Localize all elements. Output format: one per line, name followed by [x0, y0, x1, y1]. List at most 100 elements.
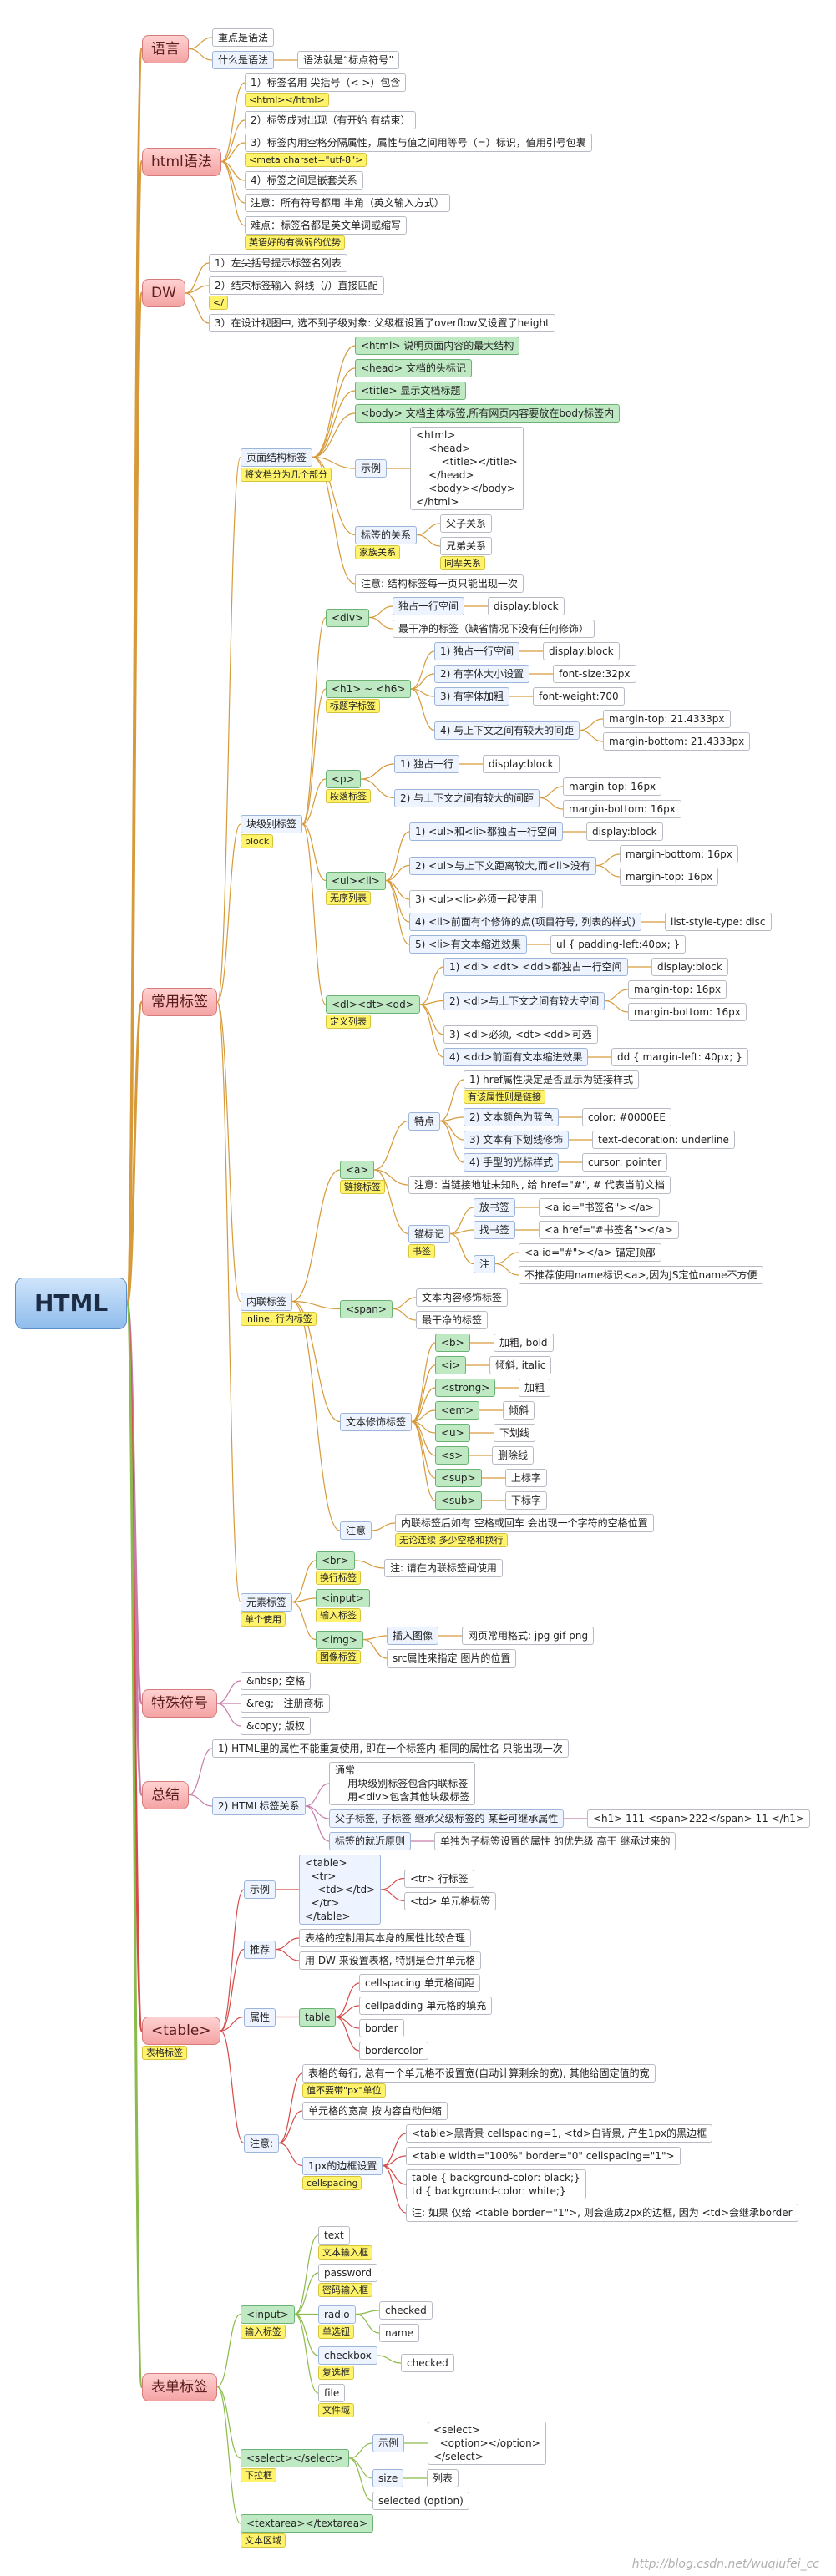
- category-node[interactable]: 语言: [142, 34, 189, 63]
- leaf-node[interactable]: margin-top: 16px: [628, 980, 727, 999]
- leaf-node[interactable]: 表格的控制用其本身的属性比较合理: [299, 1929, 472, 1947]
- leaf-node[interactable]: display:block: [488, 597, 565, 615]
- leaf-node[interactable]: 最干净的标签（缺省情况下没有任何修饰）: [393, 620, 595, 638]
- leaf-node[interactable]: <title> 显示文档标题: [355, 382, 467, 400]
- leaf-node[interactable]: cellspacing 单元格间距: [359, 1974, 480, 1992]
- leaf-node[interactable]: cursor: pointer: [582, 1153, 668, 1172]
- leaf-node[interactable]: file: [318, 2384, 346, 2402]
- leaf-node[interactable]: 删除线: [492, 1446, 535, 1465]
- leaf-node[interactable]: 单元格的宽高 按内容自动伸缩: [302, 2102, 448, 2120]
- leaf-node[interactable]: <a id="书签名"></a>: [539, 1198, 660, 1217]
- topic-node[interactable]: 2）结束标签输入 斜线（/）直接匹配: [209, 276, 384, 295]
- leaf-node[interactable]: 3) 有字体加粗: [434, 687, 510, 706]
- leaf-node[interactable]: 上标字: [505, 1469, 548, 1487]
- leaf-node[interactable]: 1) <dl> <dt> <dd>都独占一行空间: [443, 958, 628, 976]
- leaf-node[interactable]: <dl><dt><dd>: [326, 995, 420, 1014]
- leaf-node[interactable]: 4) <dd>前面有文本缩进效果: [443, 1048, 589, 1066]
- leaf-node[interactable]: ul { padding-left:40px; }: [550, 935, 687, 954]
- leaf-node[interactable]: <td> 单元格标签: [404, 1891, 497, 1910]
- leaf-node[interactable]: dd { margin-left: 40px; }: [611, 1048, 748, 1066]
- leaf-node[interactable]: 3) <ul><li>必须一起使用: [409, 890, 543, 908]
- leaf-node[interactable]: 通常 用块级别标签包含内联标签 用<div>包含其他块级标签: [329, 1762, 476, 1805]
- leaf-node[interactable]: text-decoration: underline: [592, 1131, 735, 1149]
- leaf-node[interactable]: <s>: [435, 1446, 469, 1465]
- leaf-node[interactable]: <span>: [340, 1299, 393, 1318]
- leaf-node[interactable]: <ul><li>: [326, 871, 386, 890]
- leaf-node[interactable]: <h1> 111 <span>222</span> 11 </h1>: [587, 1809, 810, 1828]
- leaf-node[interactable]: <table>黑背景 cellspacing=1, <td>白背景, 产生1px…: [406, 2124, 713, 2143]
- leaf-node[interactable]: 兄弟关系: [440, 537, 493, 555]
- leaf-node[interactable]: 示例: [355, 459, 388, 478]
- topic-node[interactable]: 什么是语法: [212, 51, 275, 69]
- leaf-node[interactable]: <p>: [326, 770, 361, 788]
- leaf-node[interactable]: 3) 文本有下划线修饰: [464, 1131, 570, 1149]
- topic-node[interactable]: 注意:: [244, 2133, 280, 2153]
- leaf-node[interactable]: <a>: [340, 1161, 375, 1179]
- topic-node[interactable]: 2）标签成对出现（有开始 有结束）: [245, 111, 417, 129]
- topic-node[interactable]: 3）标签内用空格分隔属性，属性与值之间用等号（=）标识，值用引号包裹: [245, 134, 592, 152]
- topic-node[interactable]: &reg; 注册商标: [241, 1694, 330, 1713]
- leaf-node[interactable]: 1) <ul>和<li>都独占一行空间: [409, 822, 563, 841]
- leaf-node[interactable]: 标签的关系: [355, 525, 418, 544]
- leaf-node[interactable]: 5) <li>有文本缩进效果: [409, 935, 527, 954]
- leaf-node[interactable]: password: [318, 2264, 377, 2282]
- leaf-node[interactable]: 文本修饰标签: [340, 1412, 413, 1431]
- leaf-node[interactable]: <tr> 行标签: [404, 1869, 474, 1888]
- leaf-node[interactable]: <strong>: [435, 1379, 496, 1397]
- leaf-node[interactable]: <div>: [326, 608, 370, 627]
- topic-node[interactable]: 示例: [244, 1880, 276, 1899]
- leaf-node[interactable]: <b>: [435, 1334, 470, 1352]
- leaf-node[interactable]: <a href="#书签名"></a>: [539, 1221, 679, 1239]
- leaf-node[interactable]: <table width="100%" border="0" cellspaci…: [406, 2147, 681, 2165]
- category-node[interactable]: html语法: [142, 147, 221, 176]
- topic-node[interactable]: &copy; 版权: [241, 1717, 311, 1735]
- leaf-node[interactable]: 锚标记: [408, 1224, 451, 1243]
- topic-node[interactable]: <select></select>: [241, 2449, 349, 2467]
- leaf-node[interactable]: 加粗: [519, 1379, 551, 1397]
- topic-node[interactable]: 元素标签: [241, 1592, 293, 1612]
- leaf-node[interactable]: <select> <option></option> </select>: [428, 2422, 546, 2465]
- topic-node[interactable]: 2) HTML标签关系: [212, 1797, 306, 1815]
- leaf-node[interactable]: <input>: [316, 1589, 370, 1607]
- leaf-node[interactable]: margin-bottom: 16px: [620, 845, 738, 863]
- leaf-node[interactable]: 2) <dl>与上下文之间有较大空间: [443, 991, 605, 1010]
- leaf-node[interactable]: checked: [401, 2354, 454, 2372]
- leaf-node[interactable]: 注: 请在内联标签间使用: [384, 1559, 503, 1577]
- leaf-node[interactable]: 2) 与上下文之间有较大的间距: [394, 788, 540, 807]
- leaf-node[interactable]: margin-bottom: 16px: [628, 1003, 747, 1021]
- leaf-node[interactable]: <img>: [316, 1630, 363, 1649]
- leaf-node[interactable]: 注意: [340, 1521, 372, 1540]
- leaf-node[interactable]: border: [359, 2019, 404, 2037]
- category-node[interactable]: 特殊符号: [142, 1689, 217, 1718]
- leaf-node[interactable]: 网页常用格式: jpg gif png: [462, 1627, 595, 1645]
- leaf-node[interactable]: 下标字: [505, 1491, 548, 1510]
- leaf-node[interactable]: <u>: [435, 1424, 470, 1442]
- leaf-node[interactable]: margin-top: 21.4333px: [603, 710, 731, 728]
- leaf-node[interactable]: selected (option): [372, 2492, 469, 2510]
- leaf-node[interactable]: display:block: [483, 755, 560, 773]
- leaf-node[interactable]: 1) 独占一行: [394, 755, 460, 773]
- leaf-node[interactable]: 独占一行空间: [393, 597, 465, 615]
- leaf-node[interactable]: 单独为子标签设置的属性 的优先级 高于 继承过来的: [434, 1832, 676, 1850]
- leaf-node[interactable]: 3) <dl>必须, <dt><dd>可选: [443, 1025, 598, 1044]
- leaf-node[interactable]: size: [372, 2469, 404, 2487]
- category-node[interactable]: 表单标签: [142, 2372, 217, 2401]
- leaf-node[interactable]: 用 DW 来设置表格, 特别是合并单元格: [299, 1951, 482, 1970]
- leaf-node[interactable]: color: #0000EE: [582, 1108, 671, 1126]
- leaf-node[interactable]: text: [318, 2226, 350, 2245]
- topic-node[interactable]: 1）左尖括号提示标签名列表: [209, 254, 347, 272]
- leaf-node[interactable]: src属性来指定 图片的位置: [387, 1649, 517, 1668]
- topic-node[interactable]: 重点是语法: [212, 28, 275, 47]
- leaf-node[interactable]: <i>: [435, 1356, 467, 1374]
- leaf-node[interactable]: 1) 独占一行空间: [434, 642, 520, 660]
- leaf-node[interactable]: 特点: [408, 1111, 441, 1131]
- leaf-node[interactable]: checked: [379, 2301, 433, 2320]
- topic-node[interactable]: 属性: [244, 2007, 276, 2027]
- leaf-node[interactable]: table { background-color: black;} td { b…: [406, 2169, 586, 2199]
- topic-node[interactable]: 难点：标签名都是英文单词或缩写: [245, 216, 408, 235]
- topic-node[interactable]: 1) HTML里的属性不能重复使用, 即在一个标签内 相同的属性名 只能出现一次: [212, 1739, 569, 1758]
- leaf-node[interactable]: <table> <tr> <td></td> </tr> </table>: [299, 1855, 382, 1925]
- leaf-node[interactable]: cellpadding 单元格的填充: [359, 1997, 493, 2015]
- topic-node[interactable]: 页面结构标签: [241, 448, 313, 467]
- leaf-node[interactable]: display:block: [586, 822, 663, 841]
